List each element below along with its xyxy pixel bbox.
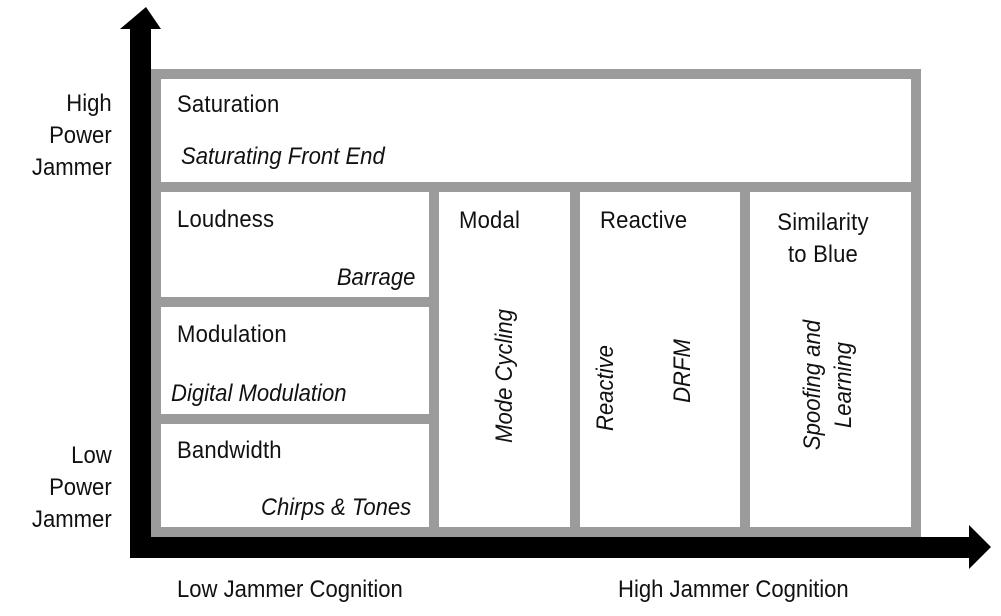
modal-title: Modal [459,207,521,234]
cell-reactive: Reactive Reactive DRFM [580,192,740,527]
loudness-title: Loudness [177,206,275,233]
reactive-technique-drfm: DRFM [669,339,696,403]
cell-loudness: Loudness Barrage [161,192,429,297]
y-axis-low-line-1: Low [71,442,112,469]
similarity-title-line-2: to Blue [787,241,859,268]
similarity-technique: Spoofing and Learning [797,293,859,477]
similarity-title: Similarity to Blue [749,207,896,271]
y-axis-high-line-1: High [66,90,112,117]
loudness-technique: Barrage [336,264,415,291]
x-axis-arrow [130,525,991,569]
y-axis-low-line-2: Power [49,474,112,501]
cell-saturation: Saturation Saturating Front End [161,79,911,182]
similarity-technique-line-1: Spoofing and [799,319,826,451]
reactive-title: Reactive [600,207,688,234]
cell-bandwidth: Bandwidth Chirps & Tones [161,424,429,527]
reactive-technique-reactive: Reactive [592,345,619,431]
modulation-title: Modulation [177,321,287,348]
bandwidth-technique: Chirps & Tones [260,494,411,521]
cell-modal: Modal Mode Cycling [439,192,570,527]
modulation-technique: Digital Modulation [171,380,347,407]
x-axis-low-label: Low Jammer Cognition [177,576,403,603]
y-axis-arrow [120,7,161,558]
saturation-title: Saturation [177,91,280,118]
y-axis-low-line-3: Jammer [32,506,112,533]
cell-similarity: Similarity to Blue Spoofing and Learning [750,192,911,527]
y-axis-high-line-3: Jammer [32,154,112,181]
y-axis-low-label: Low Power Jammer [32,440,112,536]
y-axis-high-label: High Power Jammer [32,88,112,184]
similarity-technique-line-2: Learning [830,342,857,428]
similarity-title-line-1: Similarity [777,209,869,236]
cell-modulation: Modulation Digital Modulation [161,307,429,414]
saturation-technique: Saturating Front End [181,143,385,170]
bandwidth-title: Bandwidth [177,437,282,464]
x-axis-high-label: High Jammer Cognition [618,576,849,603]
modal-technique: Mode Cycling [491,309,518,443]
y-axis-high-line-2: Power [49,122,112,149]
